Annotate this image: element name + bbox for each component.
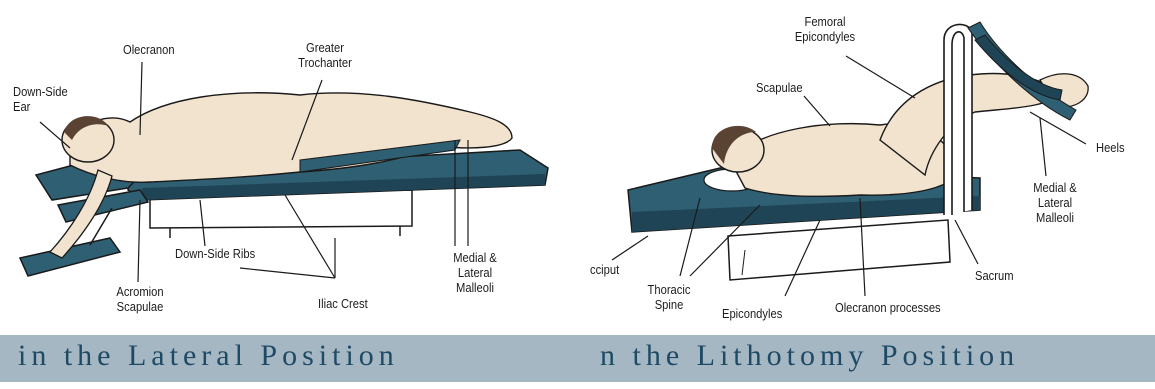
label-iliac-crest: Iliac Crest xyxy=(318,296,368,311)
label-thoracic-spine: Thoracic Spine xyxy=(639,282,699,312)
lithotomy-position-drawing xyxy=(612,22,1088,296)
label-greater-trochanter: Greater Trochanter xyxy=(286,40,363,70)
label-olecranon: Olecranon xyxy=(123,42,175,57)
label-scapulae: Scapulae xyxy=(756,80,803,95)
lithotomy-stirrups xyxy=(944,24,972,215)
label-down-side-ear: Down-Side Ear xyxy=(13,84,68,114)
label-olecranon-processes: Olecranon processes xyxy=(835,300,941,315)
label-epicondyles: Epicondyles xyxy=(722,306,782,321)
label-occiput: cciput xyxy=(590,262,619,277)
caption-band: in the Lateral Position n the Lithotomy … xyxy=(0,335,1155,382)
label-acromion-scapulae: Acromion Scapulae xyxy=(106,284,175,314)
label-down-side-ribs: Down-Side Ribs xyxy=(175,246,255,261)
label-lateral-medial-malleoli: Medial & Lateral Malleoli xyxy=(445,250,505,295)
lithotomy-table-base xyxy=(728,220,950,280)
label-femoral-epicondyles: Femoral Epicondyles xyxy=(782,14,868,44)
label-heels: Heels xyxy=(1096,140,1125,155)
label-lithotomy-medial-malleoli: Medial & Lateral Malleoli xyxy=(1025,180,1085,225)
label-sacrum: Sacrum xyxy=(975,268,1014,283)
caption-lateral-position: in the Lateral Position xyxy=(18,339,399,373)
caption-lithotomy-position: n the Lithotomy Position xyxy=(600,339,1019,373)
lateral-position-drawing xyxy=(20,62,548,282)
